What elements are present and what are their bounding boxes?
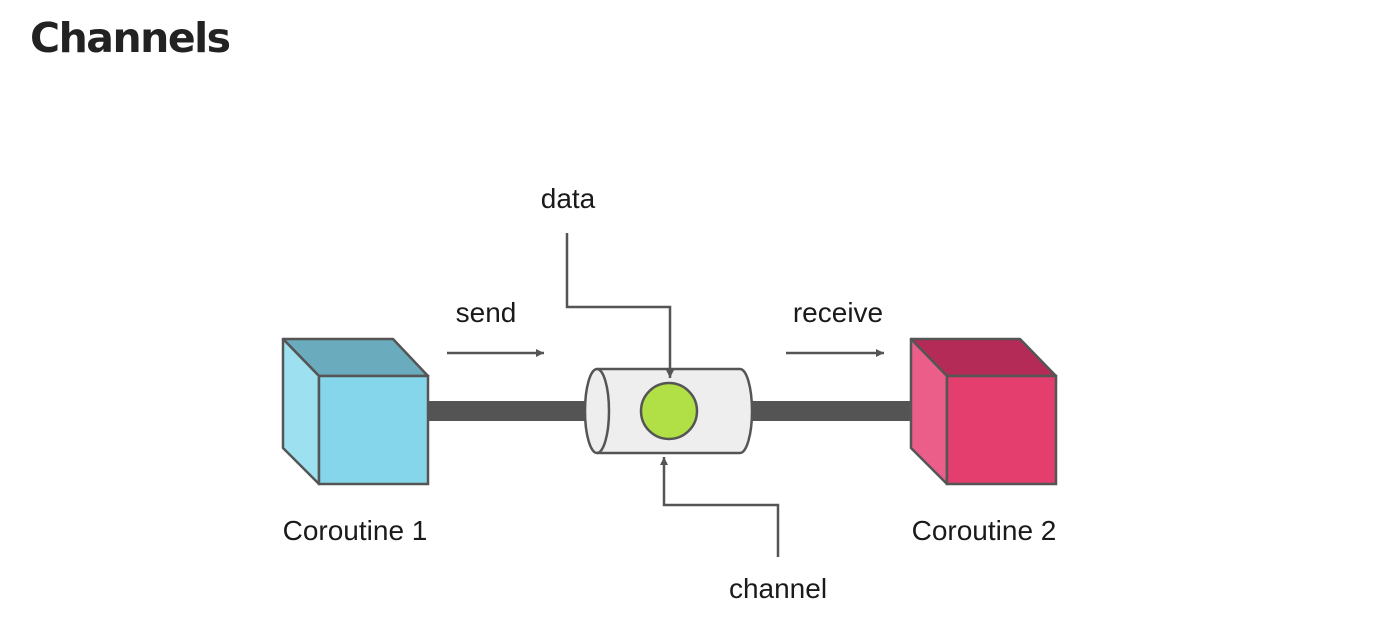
channel-cylinder xyxy=(583,367,754,455)
coroutine-2-front-face xyxy=(945,374,1058,486)
channel-label: channel xyxy=(729,573,827,604)
channel-left-rim xyxy=(596,367,611,455)
coroutine-1-front-face xyxy=(317,374,430,486)
send-label: send xyxy=(456,297,517,328)
receive-label: receive xyxy=(793,297,883,328)
coroutine-1-label: Coroutine 1 xyxy=(283,515,428,546)
page-title: Channels xyxy=(30,14,231,62)
data-item xyxy=(639,381,699,441)
coroutine-2-cube xyxy=(909,337,1058,486)
data-connector-arrow xyxy=(565,233,674,378)
channel-connector-arrow xyxy=(660,457,780,557)
data-label: data xyxy=(541,183,596,214)
coroutine-2-label: Coroutine 2 xyxy=(912,515,1057,546)
coroutine-1-cube xyxy=(281,337,430,486)
